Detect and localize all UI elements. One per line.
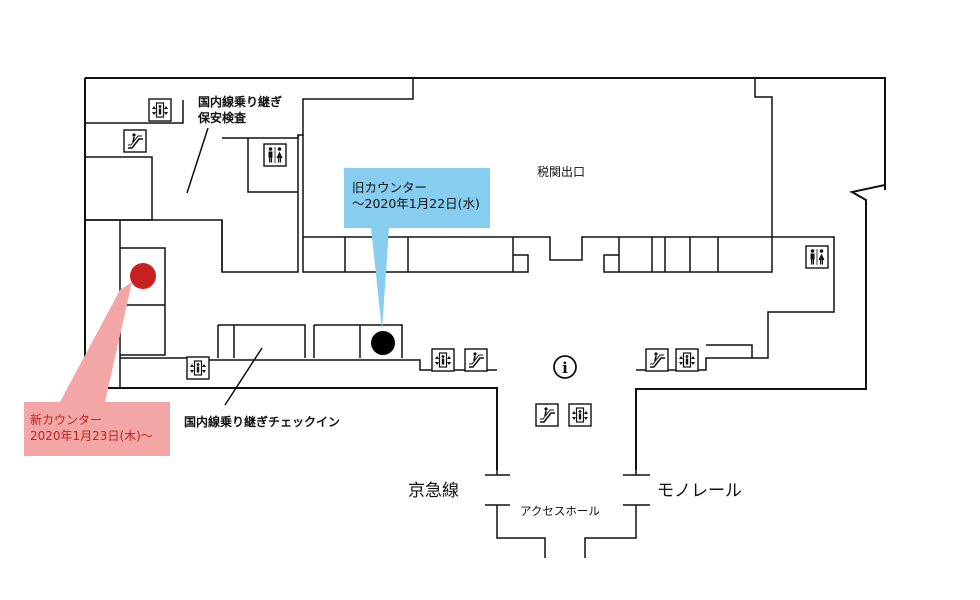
information-icon[interactable]: i bbox=[553, 355, 577, 379]
building-walls bbox=[84, 77, 886, 470]
new-counter-date: 2020年1月23日(木)〜 bbox=[30, 429, 153, 443]
escalator-icon[interactable] bbox=[464, 348, 488, 372]
old-counter-pointer bbox=[371, 228, 389, 330]
label-security-line1: 国内線乗り継ぎ bbox=[198, 94, 282, 109]
new-counter-marker[interactable] bbox=[130, 263, 156, 289]
old-counter-title: 旧カウンター bbox=[352, 180, 428, 195]
elevator-icon[interactable] bbox=[148, 98, 172, 122]
escalator-icon[interactable] bbox=[535, 403, 559, 427]
escalator-icon[interactable] bbox=[645, 348, 669, 372]
label-customs-exit: 税関出口 bbox=[537, 165, 585, 179]
elevator-icon[interactable] bbox=[431, 348, 455, 372]
restroom-icon[interactable] bbox=[263, 143, 287, 167]
restroom-icon[interactable] bbox=[805, 245, 829, 269]
new-counter-callout: 新カウンター 2020年1月23日(木)〜 bbox=[24, 402, 170, 456]
label-transfer-checkin: 国内線乗り継ぎチェックイン bbox=[184, 414, 340, 429]
escalator-icon[interactable] bbox=[123, 129, 147, 153]
elevator-icon[interactable] bbox=[568, 403, 592, 427]
new-counter-title: 新カウンター bbox=[30, 413, 103, 427]
interior-walls bbox=[85, 78, 835, 558]
label-monorail: モノレール bbox=[657, 481, 742, 501]
label-keikyu-line: 京急線 bbox=[408, 481, 459, 501]
elevator-icon[interactable] bbox=[186, 356, 210, 380]
old-counter-callout: 旧カウンター 〜2020年1月22日(水) bbox=[344, 168, 490, 228]
label-access-hall: アクセスホール bbox=[520, 504, 600, 518]
new-counter-pointer bbox=[60, 282, 132, 402]
svg-text:i: i bbox=[562, 359, 568, 377]
old-counter-date: 〜2020年1月22日(水) bbox=[352, 196, 480, 211]
elevator-icon[interactable] bbox=[675, 348, 699, 372]
label-security-line2: 保安検査 bbox=[197, 110, 247, 125]
old-counter-marker[interactable] bbox=[371, 331, 395, 355]
